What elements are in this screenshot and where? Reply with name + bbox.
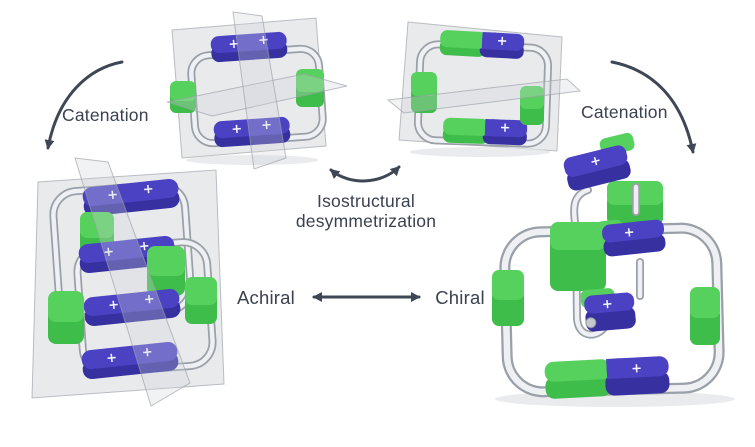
plus-icon: +	[108, 297, 120, 313]
plus-icon: +	[589, 153, 603, 170]
catenation-arrow-right	[610, 60, 697, 154]
plus-icon: +	[261, 118, 273, 134]
catenation-right-label: Catenation	[581, 102, 668, 122]
plus-icon: +	[142, 182, 154, 198]
achiral-macrocycle: + + + +	[166, 11, 348, 170]
green-blue-unit-bar: +	[442, 117, 528, 146]
mirror-plane-horizontal	[386, 78, 582, 114]
green-blue-unit-bar: +	[563, 132, 635, 191]
green-blue-unit-bar: +	[544, 356, 670, 399]
plus-icon: +	[499, 121, 510, 136]
green-station-block	[296, 69, 324, 107]
blue-unit-bar: +	[596, 219, 666, 257]
tube-end-cap	[585, 317, 597, 329]
chiral-catenane: + + + +	[492, 132, 735, 407]
plus-icon: +	[141, 345, 153, 361]
catenation-left-label: Catenation	[62, 105, 149, 125]
green-station-block	[185, 277, 217, 324]
plus-icon: +	[231, 122, 243, 138]
mirror-plane-perpendicular	[74, 157, 191, 407]
green-cube-center	[550, 222, 606, 291]
blue-unit-bar: + +	[82, 178, 180, 217]
green-blue-unit-bar: +	[439, 30, 525, 59]
plus-icon: +	[143, 292, 155, 308]
plus-icon: +	[601, 297, 613, 313]
green-station-block	[48, 291, 84, 344]
isostructural-label-line2: desymmetrization	[296, 211, 436, 231]
desymmetrized-macrocycle: + +	[386, 21, 582, 157]
blue-unit-bar: + +	[213, 116, 291, 148]
achiral-label: Achiral	[237, 287, 295, 308]
blue-unit-bar: + +	[81, 341, 179, 380]
plus-icon: +	[496, 34, 508, 50]
green-station-block	[492, 270, 524, 326]
plane-shadow	[410, 147, 550, 157]
plus-icon: +	[107, 187, 119, 203]
catenation-arrow-left	[44, 60, 124, 150]
isostructural-double-arrow	[329, 165, 401, 183]
plane-shadow	[186, 155, 318, 165]
green-station-block	[411, 72, 437, 113]
green-station-block	[170, 81, 196, 113]
plus-icon: +	[106, 350, 118, 366]
mirror-plane-perpendicular	[232, 11, 287, 170]
blue-unit-bar: +	[580, 288, 636, 332]
blue-unit-bar: + +	[83, 288, 181, 327]
chiral-label: Chiral	[435, 287, 485, 308]
plus-icon: +	[631, 361, 643, 377]
green-station-block	[147, 246, 185, 296]
isostructural-label-line1: Isostructural	[317, 191, 415, 211]
achiral-catenane: + + + + + +	[31, 157, 225, 407]
green-station-block	[690, 287, 720, 345]
plus-icon: +	[228, 37, 240, 53]
plus-icon: +	[258, 33, 270, 49]
plus-icon: +	[623, 225, 635, 241]
mirror-plane-horizontal	[166, 73, 348, 117]
